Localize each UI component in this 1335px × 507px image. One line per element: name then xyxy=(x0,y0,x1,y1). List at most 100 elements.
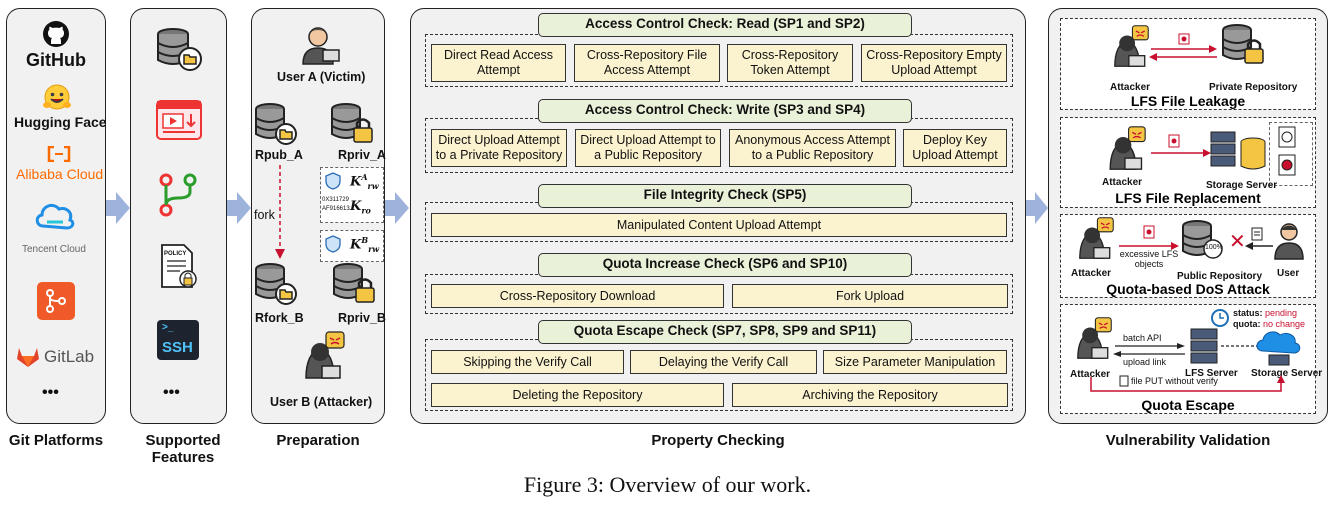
figure-caption: Figure 3: Overview of our work. xyxy=(523,472,812,497)
attacker-icon xyxy=(305,331,345,379)
replace-attacker-label: Attacker xyxy=(1102,177,1143,188)
dos-objects-label: excessive LFS objects xyxy=(1119,249,1179,269)
file-icon xyxy=(1251,227,1263,241)
fork-label: fork xyxy=(254,208,275,222)
attacker-icon xyxy=(1114,25,1149,67)
ssh-terminal-icon xyxy=(157,320,199,360)
key-b-rw-icon xyxy=(325,235,341,253)
check-quota-increase-title: Quota Increase Check (SP6 and SP10) xyxy=(538,253,912,277)
video-download-icon xyxy=(156,100,202,140)
rpub-a-db-icon xyxy=(255,103,297,145)
token-text-2: AF916613 xyxy=(322,206,350,212)
check-quota-escape-title: Quota Escape Check (SP7, SP8, SP9 and SP… xyxy=(538,320,912,344)
key-a-rw-label: KArw xyxy=(350,172,379,191)
check-write-title: Access Control Check: Write (SP3 and SP4… xyxy=(538,99,912,123)
check-item: Deploy Key Upload Attempt xyxy=(903,129,1007,167)
dos-attacker-label: Attacker xyxy=(1071,268,1112,279)
gitlab-label: GitLab xyxy=(44,347,95,366)
file-icon xyxy=(1119,375,1129,387)
storage-cloud-icon xyxy=(1256,331,1301,366)
put-label: file PUT without verify xyxy=(1131,376,1218,386)
file-icon xyxy=(1278,126,1296,148)
github-icon xyxy=(43,21,69,47)
user-a-icon xyxy=(302,27,340,65)
check-item: Delaying the Verify Call xyxy=(630,350,817,374)
file-icon xyxy=(1278,154,1296,176)
git-branch-icon xyxy=(159,173,197,217)
private-repo-icon xyxy=(1222,24,1264,64)
dos-percent: 100% xyxy=(1205,244,1223,251)
status-line: status: pending xyxy=(1233,308,1298,318)
hugging-face-label: Hugging Face xyxy=(14,114,107,130)
replace-target-label: Storage Server xyxy=(1206,180,1278,191)
quota-escape-box: batch API upload link status: pending qu… xyxy=(1060,304,1322,414)
user-icon xyxy=(1274,223,1304,260)
file-icon xyxy=(1168,134,1180,148)
storage-server-icon xyxy=(1210,131,1266,170)
rpriv-a-db-icon xyxy=(331,103,373,143)
server-link-arrow xyxy=(1221,345,1259,347)
leak-arrow xyxy=(1149,45,1217,61)
branch-icon xyxy=(46,289,66,313)
user-a-label: User A (Victim) xyxy=(277,70,366,84)
alibaba-cloud-icon xyxy=(47,146,71,162)
batch-arrows xyxy=(1113,343,1185,357)
supported-features-label: Supported Features xyxy=(145,432,221,466)
token-text-1: 0X311729 xyxy=(322,197,349,203)
rfork-b-db-icon xyxy=(255,263,297,305)
check-item: Anonymous Access Attempt to a Public Rep… xyxy=(729,129,896,167)
check-item: Manipulated Content Upload Attempt xyxy=(431,213,1007,237)
check-item: Cross-Repository Download xyxy=(431,284,724,308)
rpub-a-label: Rpub_A xyxy=(255,148,303,162)
check-item: Cross-Repository Token Attempt xyxy=(727,44,853,82)
git-platforms-label: Git Platforms xyxy=(8,432,104,449)
property-checking-label: Property Checking xyxy=(651,432,785,449)
public-repo-icon xyxy=(1182,220,1223,259)
alibaba-cloud-label: Alibaba Cloud xyxy=(16,166,104,182)
replaced-files-group xyxy=(1269,122,1313,186)
upload-link-label: upload link xyxy=(1123,357,1167,367)
quota-dos-box: excessive LFS objects 100% ✕ Attacker Pu… xyxy=(1060,214,1316,298)
policy-icon xyxy=(161,244,197,288)
put-arrow xyxy=(1090,375,1285,392)
features-more: ••• xyxy=(163,384,180,401)
fork-arrow xyxy=(275,165,285,259)
rpriv-b-label: Rpriv_B xyxy=(338,311,386,325)
attacker-icon xyxy=(1077,317,1112,359)
vulnerability-validation-label: Vulnerability Validation xyxy=(1105,432,1271,449)
hugging-face-icon xyxy=(43,84,71,110)
key-ro-label: Kro xyxy=(350,199,371,216)
attacker-icon xyxy=(1109,126,1146,170)
platforms-more: ••• xyxy=(42,384,59,401)
attacker-icon xyxy=(1079,217,1114,259)
rfork-b-label: Rfork_B xyxy=(255,311,304,325)
check-item: Direct Upload Attempt to a Public Reposi… xyxy=(575,129,721,167)
batch-api-label: batch API xyxy=(1123,333,1162,343)
github-label: GitHub xyxy=(26,50,86,70)
dos-title: Quota-based DoS Attack xyxy=(1106,281,1270,297)
escape-lfs-label: LFS Server xyxy=(1185,368,1238,379)
file-icon xyxy=(1143,225,1155,239)
gitlab-icon xyxy=(17,348,39,367)
preparation-label: Preparation xyxy=(276,432,360,449)
leak-title: LFS File Leakage xyxy=(1130,93,1246,109)
check-item: Size Parameter Manipulation xyxy=(823,350,1007,374)
check-item: Direct Read Access Attempt xyxy=(431,44,566,82)
check-item: Skipping the Verify Call xyxy=(431,350,624,374)
quota-line: quota: no change xyxy=(1233,319,1306,329)
key-a-rw-icon xyxy=(325,172,341,190)
check-item: Fork Upload xyxy=(732,284,1008,308)
flow-arrow-4 xyxy=(1026,192,1048,224)
check-item: Direct Upload Attempt to a Private Repos… xyxy=(431,129,567,167)
flow-arrow-3 xyxy=(385,192,409,224)
lfs-replace-box: Attacker Storage Server LFS File Replace… xyxy=(1060,117,1316,208)
flow-arrow-1 xyxy=(106,192,130,224)
dos-user-label: User xyxy=(1277,268,1300,279)
check-item: Cross-Repository Empty Upload Attempt xyxy=(861,44,1007,82)
policy-label: POLICY xyxy=(164,251,187,257)
escape-title: Quota Escape xyxy=(1141,397,1235,413)
block-x-icon: ✕ xyxy=(1229,231,1246,253)
dos-arrow xyxy=(1119,242,1179,250)
git-platforms-panel xyxy=(6,8,106,424)
escape-storage-label: Storage Server xyxy=(1251,368,1323,379)
